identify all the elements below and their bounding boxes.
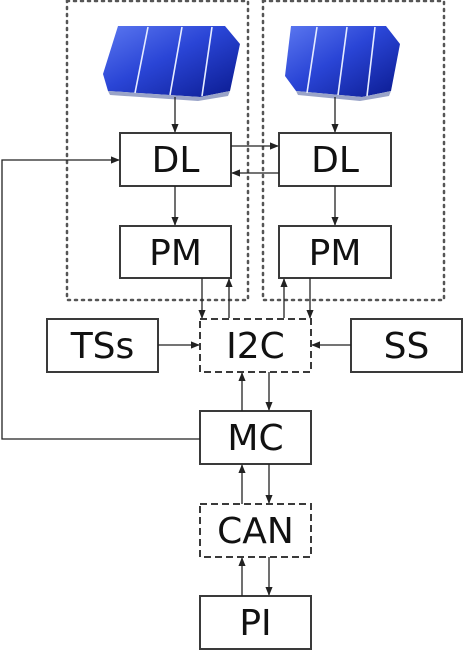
module-group-right	[261, 0, 446, 302]
pm-left-label: PM	[149, 233, 202, 274]
mc-label: MC	[227, 418, 283, 459]
dl-left-block: DL	[119, 132, 232, 187]
arrow-mc-to-dl-left	[1, 156, 200, 440]
mc-block: MC	[199, 410, 312, 465]
pi-label: PI	[239, 603, 271, 644]
i2c-bus-block: I2C	[199, 318, 312, 373]
ss-block: SS	[350, 318, 463, 373]
pm-left-block: PM	[119, 225, 232, 279]
dl-right-label: DL	[311, 140, 359, 181]
dl-left-label: DL	[152, 140, 200, 181]
can-bus-block: CAN	[199, 503, 312, 558]
solar-panel-right-icon	[285, 26, 400, 101]
pm-right-label: PM	[309, 233, 362, 274]
module-group-left	[65, 0, 250, 302]
tss-block: TSs	[46, 318, 159, 373]
can-label: CAN	[217, 511, 294, 552]
solar-panel-left-icon	[103, 26, 240, 101]
i2c-label: I2C	[226, 326, 285, 367]
pm-right-block: PM	[278, 225, 392, 279]
pi-block: PI	[199, 595, 312, 650]
tss-label: TSs	[70, 326, 135, 367]
dl-right-block: DL	[278, 132, 392, 187]
ss-label: SS	[384, 326, 430, 367]
